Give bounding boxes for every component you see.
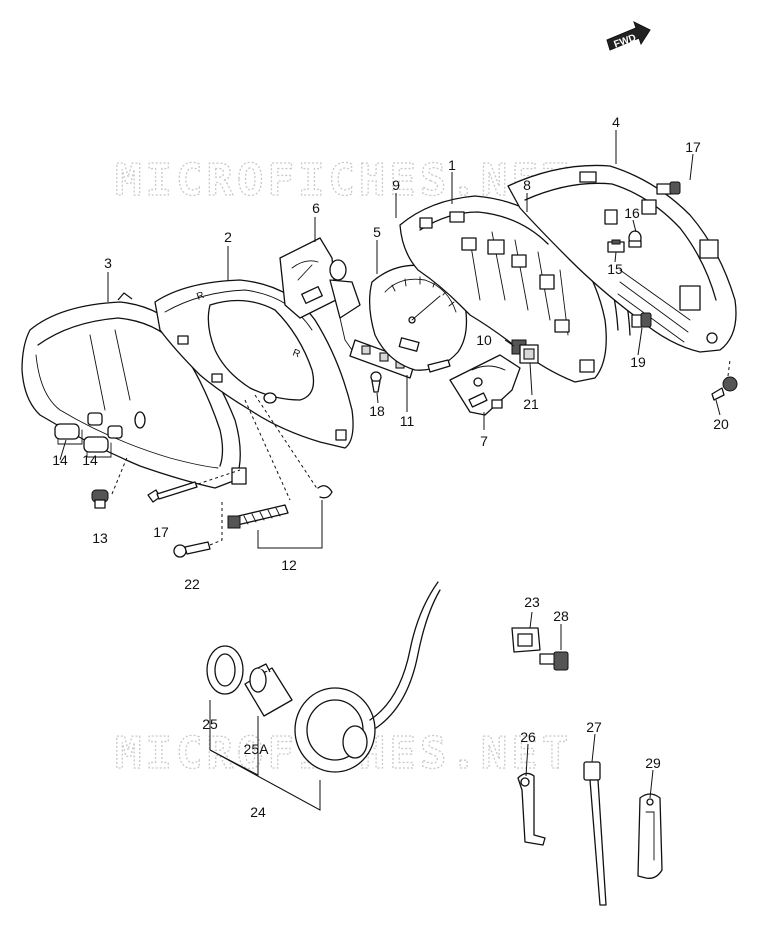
label-part-29: 29	[645, 755, 661, 771]
screw-part-19	[631, 312, 652, 328]
bolt-part-28	[539, 651, 569, 671]
svg-text:R: R	[291, 347, 302, 360]
seal-part-25	[206, 645, 244, 695]
label-part-26: 26	[520, 729, 536, 745]
label-part-12: 12	[281, 557, 297, 573]
fwd-label: FWD	[613, 32, 638, 50]
label-part-24: 24	[250, 804, 266, 820]
label-part-3: 3	[104, 255, 112, 271]
label-part-9: 9	[392, 177, 400, 193]
bracket-part-26	[517, 772, 546, 846]
label-part-25a: 25A	[244, 741, 270, 757]
label-part-23: 23	[524, 594, 540, 610]
label-part-14-right: 14	[82, 452, 98, 468]
screw-part-22	[173, 500, 223, 558]
speedometer-cable-part-24	[209, 581, 441, 811]
label-part-19: 19	[630, 354, 646, 370]
screw-part-17-lower	[147, 469, 241, 503]
rubber-button-part-14	[54, 423, 112, 458]
socket-part-15	[607, 239, 625, 253]
label-part-21: 21	[523, 396, 539, 412]
grommet-part-13	[91, 454, 129, 509]
screw-part-18	[370, 371, 382, 393]
clip-part-23	[511, 627, 541, 653]
clamp-part-29	[637, 793, 663, 879]
label-part-16: 16	[624, 205, 640, 221]
label-part-28: 28	[553, 608, 569, 624]
label-part-8: 8	[523, 177, 531, 193]
label-part-2: 2	[224, 229, 232, 245]
label-part-27: 27	[586, 719, 602, 735]
label-part-15: 15	[607, 261, 623, 277]
bushing-part-25a	[244, 663, 293, 717]
screw-part-17-upper	[656, 181, 681, 195]
watermark-top: MICROFICHES.NET	[115, 155, 572, 206]
label-part-22: 22	[184, 576, 200, 592]
speedometer-dial-part-5	[368, 264, 468, 373]
cable-tie-part-27	[583, 761, 607, 906]
label-part-17-upper: 17	[685, 139, 701, 155]
label-part-10: 10	[476, 332, 492, 348]
indicator-part-21	[519, 344, 539, 364]
label-part-11: 11	[400, 413, 415, 429]
fwd-arrow-icon: FWD	[606, 21, 651, 51]
bulb-part-16	[628, 230, 642, 248]
label-part-20: 20	[713, 416, 729, 432]
fuel-gauge-part-6	[279, 237, 361, 351]
label-part-17-lower: 17	[153, 524, 169, 540]
label-part-7: 7	[480, 433, 488, 449]
label-part-5: 5	[373, 224, 381, 240]
screw-part-12	[227, 394, 333, 549]
rear-cover-part-4	[507, 164, 737, 353]
part-labels: 1 2 3 4 5 6 7 8 9 10 11 12 13 14 14 15 1…	[52, 114, 729, 820]
leader-lines	[59, 130, 721, 799]
label-part-6: 6	[312, 200, 320, 216]
label-part-1: 1	[448, 157, 456, 173]
label-part-14-left: 14	[52, 452, 68, 468]
label-part-25: 25	[202, 716, 218, 732]
label-part-4: 4	[612, 114, 620, 130]
svg-text:R: R	[195, 290, 206, 303]
label-part-18: 18	[369, 403, 385, 419]
label-part-13: 13	[92, 530, 108, 546]
tachometer-part-7	[449, 354, 521, 416]
screw-part-20	[711, 359, 738, 401]
